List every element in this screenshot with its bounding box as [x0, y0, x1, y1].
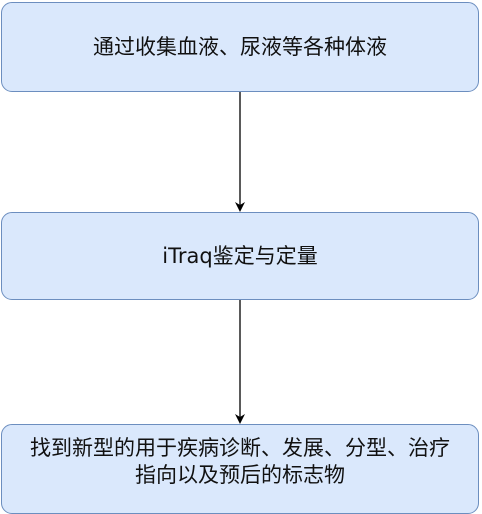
- node-label: iTraq鉴定与定量: [162, 243, 318, 268]
- node-collect-body-fluids[interactable]: 通过收集血液、尿液等各种体液: [1, 2, 479, 92]
- edges-layer: [235, 92, 245, 424]
- node-label: 通过收集血液、尿液等各种体液: [93, 34, 387, 59]
- node-itraq-identification[interactable]: iTraq鉴定与定量: [1, 212, 479, 300]
- node-find-biomarkers[interactable]: 找到新型的用于疾病诊断、发展、分型、治疗指向以及预后的标志物: [1, 424, 479, 514]
- node-label: 找到新型的用于疾病诊断、发展、分型、治疗指向以及预后的标志物: [30, 436, 450, 487]
